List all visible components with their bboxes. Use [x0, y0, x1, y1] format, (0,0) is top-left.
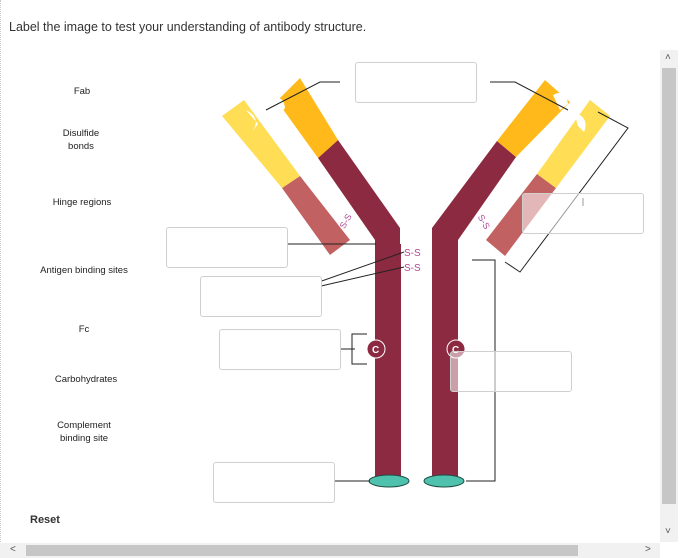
- label-hinge-regions[interactable]: Hinge regions: [52, 197, 112, 208]
- left-heavy-arm: [318, 140, 400, 248]
- label-fab[interactable]: Fab: [73, 86, 91, 97]
- right-heavy-notch: [553, 92, 568, 110]
- right-heavy-arm: [432, 141, 516, 248]
- disulfide-label-upper: S-S: [404, 248, 421, 259]
- left-light-constant: [282, 176, 350, 255]
- label-fc[interactable]: Fc: [78, 324, 90, 335]
- vertical-scroll-thumb[interactable]: [662, 68, 676, 504]
- scroll-up-arrow-icon[interactable]: ˄: [665, 52, 671, 63]
- scroll-right-arrow-icon[interactable]: >: [645, 544, 651, 555]
- drop-zone-3[interactable]: [166, 227, 288, 268]
- label-carbohydrates[interactable]: Carbohydrates: [54, 374, 118, 385]
- label-complement-binding-site[interactable]: Complement binding site: [57, 420, 111, 444]
- disulfide-label-lower: S-S: [404, 263, 421, 274]
- drop-zone-2[interactable]: [522, 193, 644, 234]
- right-carbohydrate: [423, 474, 465, 488]
- vertical-scrollbar[interactable]: ˄ ˅: [660, 50, 678, 542]
- left-heavy-stem: [375, 244, 401, 482]
- frame-border: [0, 0, 2, 558]
- left-constant-marker: [366, 339, 386, 359]
- left-carbohydrate: [368, 474, 410, 488]
- left-heavy-notch: [268, 98, 285, 118]
- left-heavy-variable: [277, 78, 338, 158]
- disulfide-label-left-arm: S-S: [338, 212, 354, 230]
- scroll-down-arrow-icon[interactable]: ˅: [665, 526, 671, 537]
- left-light-notch: [246, 110, 258, 132]
- left-constant-letter: C: [372, 345, 379, 356]
- drop-zone-4[interactable]: [200, 276, 322, 317]
- horizontal-scroll-thumb[interactable]: [26, 545, 578, 556]
- label-antigen-binding-sites[interactable]: Antigen binding sites: [40, 265, 128, 276]
- label-disulfide-bonds[interactable]: Disulfide bonds: [62, 128, 100, 152]
- drop-zone-6[interactable]: [450, 351, 572, 392]
- left-light-variable: [222, 100, 300, 188]
- drop-zone-1[interactable]: [355, 62, 477, 103]
- scroll-left-arrow-icon[interactable]: <: [10, 544, 16, 555]
- right-heavy-variable: [497, 80, 570, 157]
- disulfide-label-right-arm: S-S: [476, 213, 492, 231]
- right-light-notch: [574, 112, 586, 132]
- reset-button[interactable]: Reset: [30, 514, 60, 526]
- horizontal-scrollbar[interactable]: < >: [0, 543, 660, 558]
- instruction-text: Label the image to test your understandi…: [9, 20, 367, 34]
- right-constant-letter: C: [452, 345, 459, 356]
- right-light-variable: [537, 100, 610, 188]
- drop-zone-5[interactable]: [219, 329, 341, 370]
- drop-zone-7[interactable]: [213, 462, 335, 503]
